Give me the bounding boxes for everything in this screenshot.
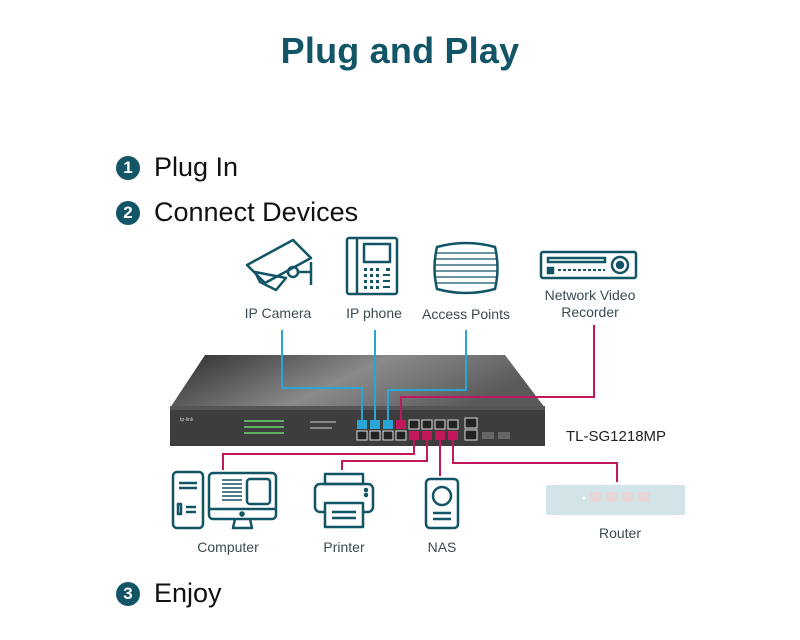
nas-icon [424, 477, 460, 530]
label-printer: Printer [323, 539, 365, 555]
cable-router [452, 440, 618, 482]
step-plug-in: 1 Plug In [116, 152, 238, 183]
step-connect-devices: 2 Connect Devices [116, 197, 358, 228]
cable-computer [222, 440, 415, 470]
switch-top [170, 355, 545, 408]
label-computer: Computer [197, 539, 259, 555]
nvr-icon [539, 250, 638, 280]
switch-model-label: TL-SG1218MP [566, 428, 667, 445]
step-number-badge: 3 [116, 581, 140, 606]
cable-access-points [387, 330, 467, 420]
cable-nvr [400, 325, 595, 420]
cable-ip-camera [281, 330, 363, 420]
led-panel [244, 420, 284, 434]
poe-cables [281, 330, 467, 420]
camera-icon [245, 238, 313, 292]
computer-icon [171, 470, 278, 530]
switch-logo: tp-link [180, 417, 194, 423]
page-title: Plug and Play [280, 30, 520, 71]
label-nas: NAS [427, 539, 457, 555]
router-icon [546, 485, 685, 515]
step-number-badge: 1 [116, 155, 140, 180]
step-number-badge: 2 [116, 200, 140, 225]
step-label: Connect Devices [154, 197, 359, 227]
data-cables [222, 325, 618, 482]
printer-icon [313, 472, 375, 529]
switch-ports-upper [357, 417, 478, 430]
switch: tp-link [170, 355, 545, 446]
cable-printer [341, 440, 428, 470]
label-router: Router [598, 525, 642, 541]
phone-icon [345, 236, 399, 296]
label-ip-phone: IP phone [346, 305, 402, 321]
step-enjoy: 3 Enjoy [116, 578, 222, 609]
label-ip-camera: IP Camera [244, 305, 312, 321]
step-label: Enjoy [154, 578, 222, 608]
label-access-points: Access Points [422, 306, 510, 322]
step-label: Plug In [154, 152, 239, 182]
switch-ports-lower [356, 429, 510, 441]
access-point-icon [433, 241, 499, 295]
label-network-video-recorder: Network Video Recorder [544, 287, 636, 320]
